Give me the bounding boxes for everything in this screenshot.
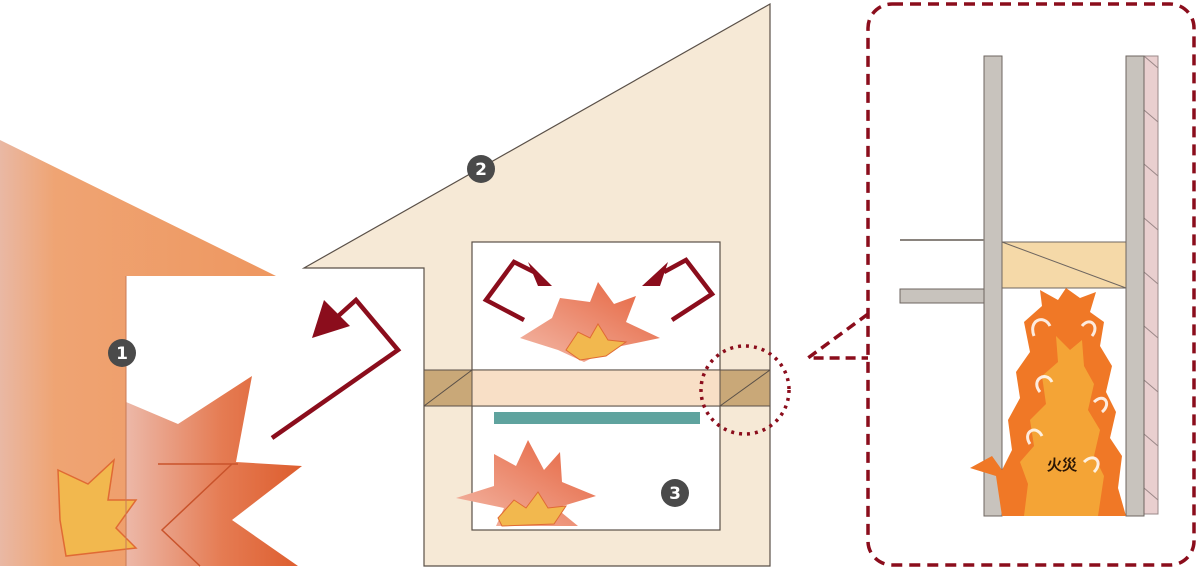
svg-text:3: 3 [669,484,681,504]
target-house [301,2,771,567]
marker-3: 3 [661,479,689,507]
svg-text:2: 2 [475,160,487,180]
spread-arrow-upper-right [642,257,716,322]
upper-room-flame [520,282,660,362]
wall-detail: 火災 [899,55,1159,517]
floor-block-left [423,369,473,407]
callout-circle [699,344,791,436]
floor-beam [471,369,721,407]
exterior-cladding [1143,55,1159,515]
marker-1: 1 [108,339,136,367]
flame-seam [158,463,238,567]
floor-block-right [719,369,771,407]
lower-room-flame [456,440,596,527]
house-flame-large [126,376,302,566]
fire-stop-beam [1001,241,1127,289]
burning-neighbor-house [0,140,302,567]
svg-text:1: 1 [116,344,128,364]
burning-house-wall [0,140,276,566]
left-stud [983,55,1003,517]
spread-arrow-upper-left [482,259,552,322]
wall-cavity-fire [970,288,1126,516]
floor-joist [899,288,985,304]
marker-2: 2 [467,155,495,183]
ceiling-board [494,412,700,424]
spread-arrow-left [270,296,402,440]
callout-connector [802,312,870,360]
right-stud [1125,55,1145,517]
fire-label: 火災 [1047,456,1078,474]
